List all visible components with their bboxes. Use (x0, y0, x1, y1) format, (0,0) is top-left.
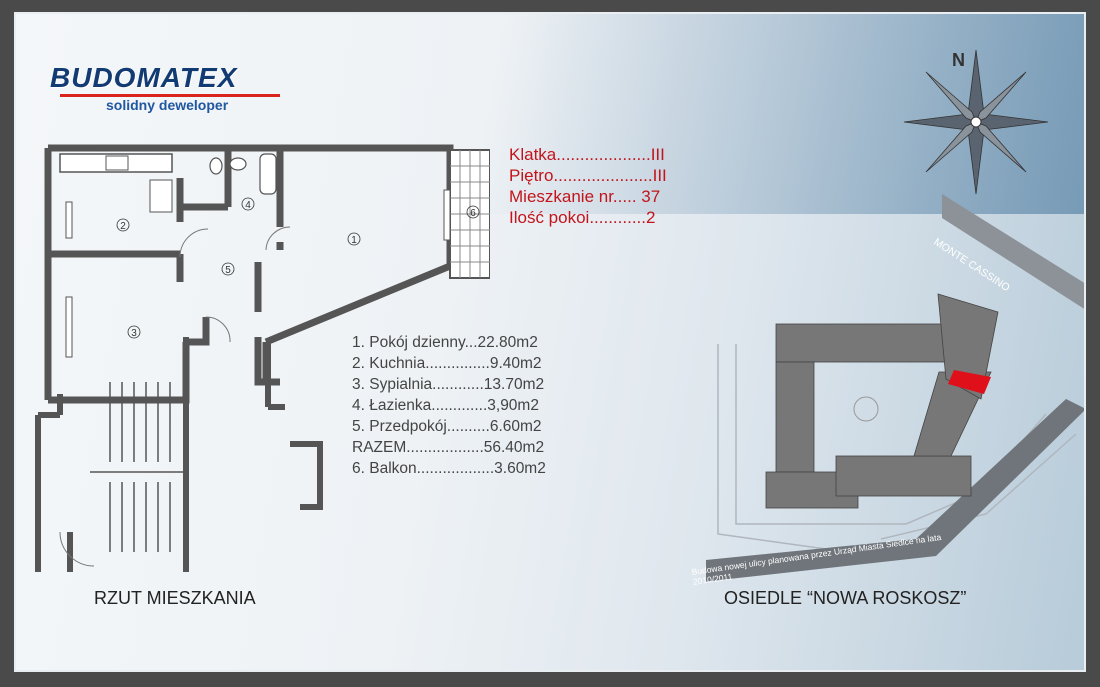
room-number-4: 4 (245, 200, 251, 211)
info-pokoje: Ilość pokoi............2 (509, 208, 656, 227)
room-row: 4. Łazienka.............3,90m2 (352, 397, 539, 414)
logo-wordmark: BUDOMATEX (50, 62, 238, 93)
room-number-1: 1 (351, 235, 357, 246)
compass-rose-icon: N (903, 49, 1049, 195)
brochure-card: BUDOMATEX solidny deweloper (14, 12, 1086, 672)
info-klatka: Klatka....................III (509, 145, 665, 164)
apartment-floor-plan: 1 2 3 4 5 6 (35, 144, 490, 572)
logo-red-line (60, 94, 280, 97)
room-number-5: 5 (225, 265, 231, 276)
estate-caption: OSIEDLE “NOWA ROSKOSZ” (724, 588, 967, 608)
room-row: 3. Sypialnia............13.70m2 (352, 376, 545, 393)
budomatex-logo: BUDOMATEX solidny deweloper (50, 52, 300, 122)
room-number-6: 6 (470, 208, 476, 219)
info-pietro: Piętro.....................III (509, 166, 667, 185)
room-row: 2. Kuchnia...............9.40m2 (352, 355, 542, 372)
info-mieszkanie: Mieszkanie nr..... 37 (509, 187, 661, 206)
room-row: 6. Balkon..................3.60m2 (352, 460, 546, 477)
room-row: 5. Przedpokój..........6.60m2 (352, 418, 542, 435)
logo-tagline: solidny deweloper (106, 97, 229, 113)
room-area-list: 1. Pokój dzienny...22.80m2 2. Kuchnia...… (352, 332, 546, 479)
room-number-3: 3 (131, 328, 137, 339)
room-total-row: RAZEM..................56.40m2 (352, 439, 545, 456)
apartment-info: Klatka....................III Piętro....… (509, 144, 667, 228)
floor-plan-caption: RZUT MIESZKANIA (94, 588, 256, 608)
room-number-2: 2 (120, 221, 126, 232)
compass-north-label: N (952, 50, 965, 70)
room-row: 1. Pokój dzienny...22.80m2 (352, 334, 538, 351)
estate-site-plan (706, 194, 1084, 582)
